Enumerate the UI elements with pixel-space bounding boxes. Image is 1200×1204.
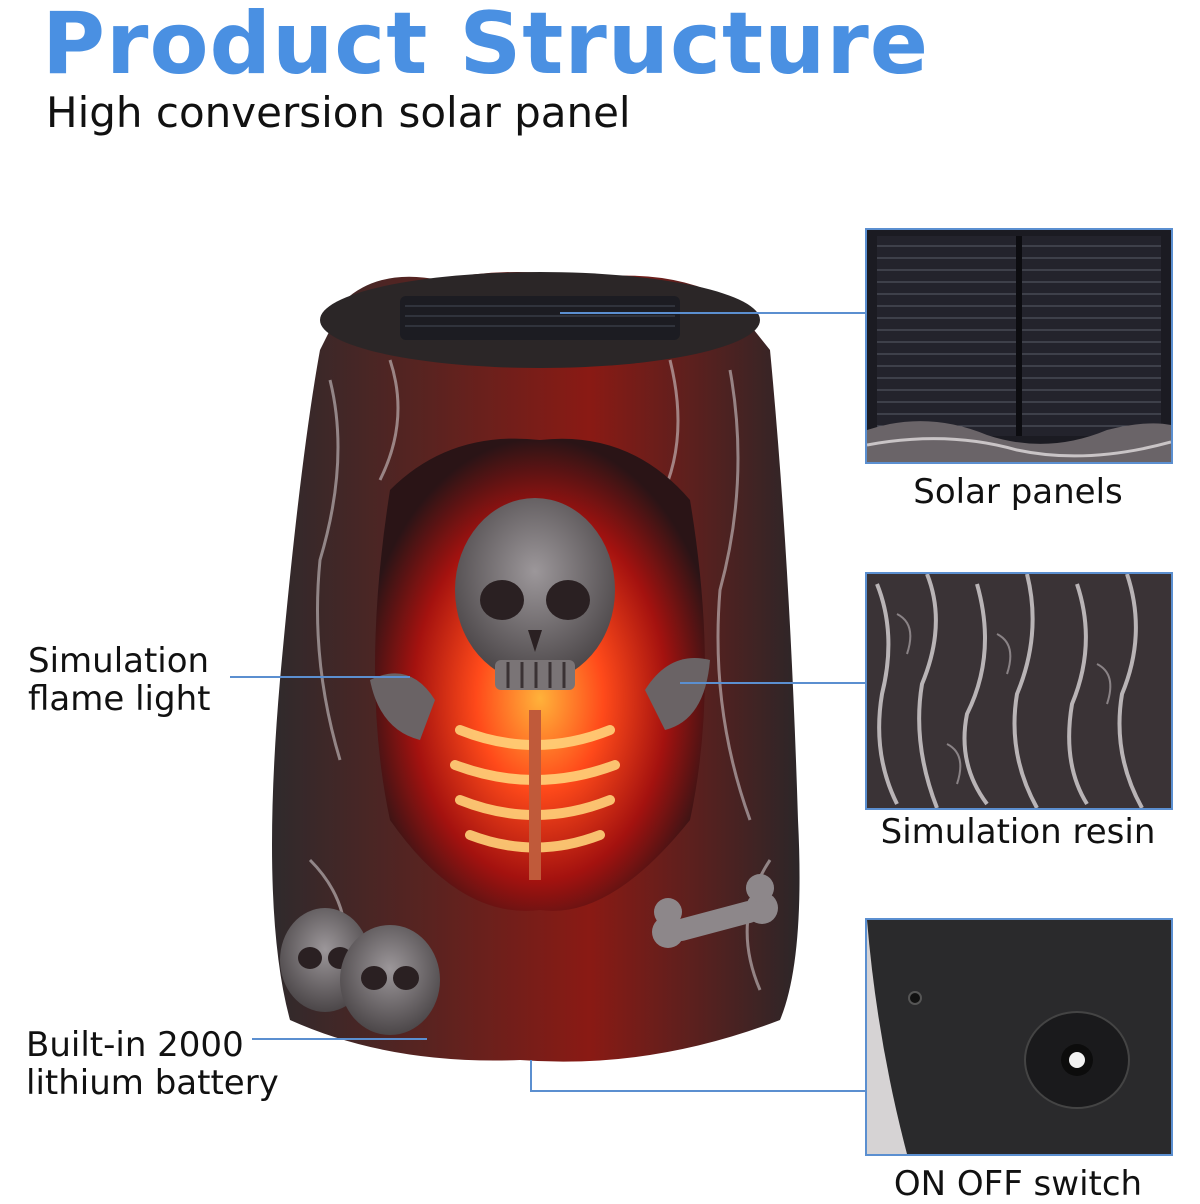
battery-callout-line	[252, 1038, 427, 1040]
switch-callout-vline	[530, 1060, 532, 1092]
flame-light-label: Simulation flame light	[28, 642, 210, 718]
solar-callout-line	[560, 312, 866, 314]
resin-texture-thumbnail	[865, 572, 1173, 810]
solar-panel-thumbnail	[865, 228, 1173, 464]
switch-callout-line	[530, 1090, 866, 1092]
page-subtitle: High conversion solar panel	[46, 88, 631, 137]
switch-thumbnail	[865, 918, 1173, 1156]
page-title: Product Structure	[42, 0, 930, 94]
battery-label-line2: lithium battery	[26, 1063, 279, 1103]
flame-light-label-line2: flame light	[28, 679, 211, 719]
battery-label: Built-in 2000 lithium battery	[26, 1026, 279, 1102]
simulation-resin-caption: Simulation resin	[880, 812, 1156, 852]
battery-label-line1: Built-in 2000	[26, 1025, 244, 1065]
solar-panels-caption: Solar panels	[913, 472, 1123, 512]
skull-stump-lamp-image	[250, 260, 810, 1070]
flame-light-label-line1: Simulation	[28, 641, 210, 681]
on-off-switch-caption: ON OFF switch	[893, 1164, 1143, 1204]
resin-callout-line	[680, 682, 866, 684]
flame-callout-line	[230, 676, 410, 678]
